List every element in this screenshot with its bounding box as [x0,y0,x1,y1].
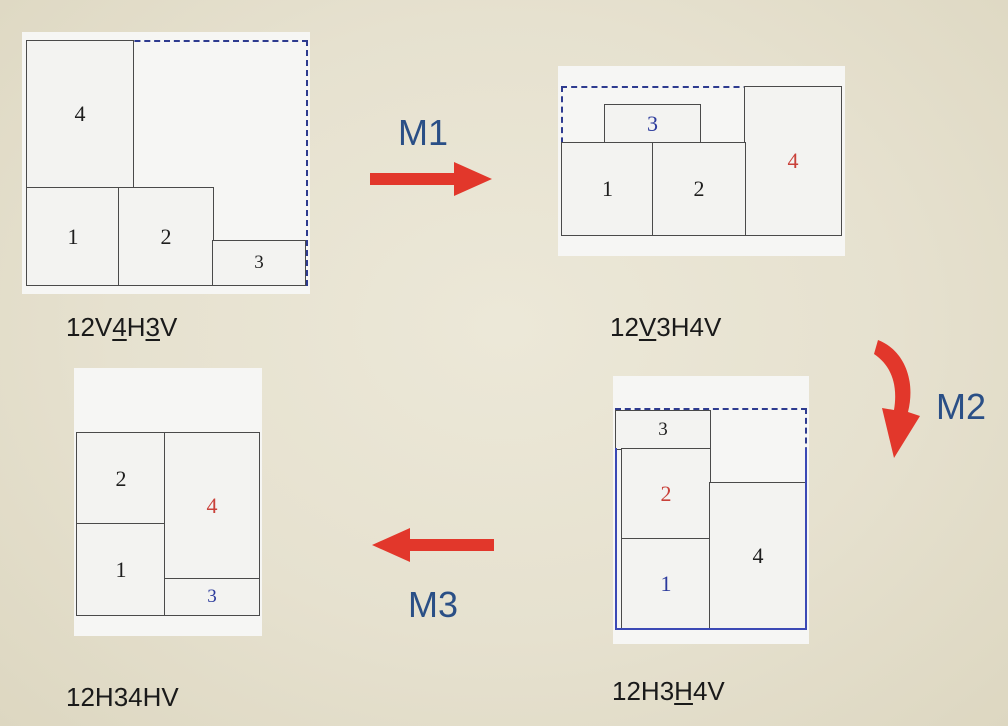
move-m3-label: M3 [408,584,459,625]
diagram-4-caption: 12H34HV [66,682,179,712]
block-label: 1 [67,223,79,249]
diagram-2-caption: 12V3H4V [610,312,722,342]
block-label: 3 [207,586,217,607]
diagram-1-block-4: 4 [26,40,134,188]
diagram-4-block-2: 2 [76,432,166,525]
diagram-4-block-1: 1 [76,523,166,616]
diagram-3-block-4: 4 [709,482,807,630]
diagram-4-block-3: 3 [164,578,260,616]
diagram-2-block-3: 3 [604,104,701,144]
move-m1-arrow [370,162,492,196]
diagram-4-block-4: 4 [164,432,260,580]
diagram-2-panel: 4 3 1 2 [558,66,845,256]
move-m2-arrow [874,340,920,458]
diagram-1-caption: 12V4H3V [66,312,178,342]
diagram-1-panel: 4 1 2 3 [22,32,310,294]
block-label: 4 [206,493,218,518]
block-label: 2 [660,481,672,506]
block-label: 4 [752,543,764,568]
block-label: 3 [647,111,658,136]
diagram-3-block-2: 2 [621,448,711,540]
block-label: 2 [693,176,705,201]
block-label: 2 [160,223,172,249]
diagram-4-panel: 2 1 4 3 [74,368,262,636]
move-m1-label: M1 [398,112,449,153]
move-m2-label: M2 [936,386,987,427]
block-label: 1 [660,571,672,596]
diagram-3-caption: 12H3H4V [612,676,725,706]
diagram-1-block-2: 2 [118,187,214,286]
block-label: 3 [658,419,668,440]
diagram-3-panel: 3 2 1 4 [613,376,809,644]
diagram-3-outline [615,448,807,630]
diagram-1-block-1: 1 [26,187,120,286]
block-label: 3 [254,252,264,273]
diagram-3-block-3: 3 [615,410,711,450]
block-label: 4 [787,148,799,173]
block-label: 1 [115,556,127,582]
diagram-2-block-1: 1 [561,142,654,236]
diagram-1-block-3: 3 [212,240,306,286]
move-m3-arrow [372,528,494,562]
block-label: 2 [115,465,127,491]
block-label: 4 [74,101,86,126]
diagram-2-block-4: 4 [744,86,842,236]
block-label: 1 [602,176,613,201]
diagram-2-block-2: 2 [652,142,746,236]
